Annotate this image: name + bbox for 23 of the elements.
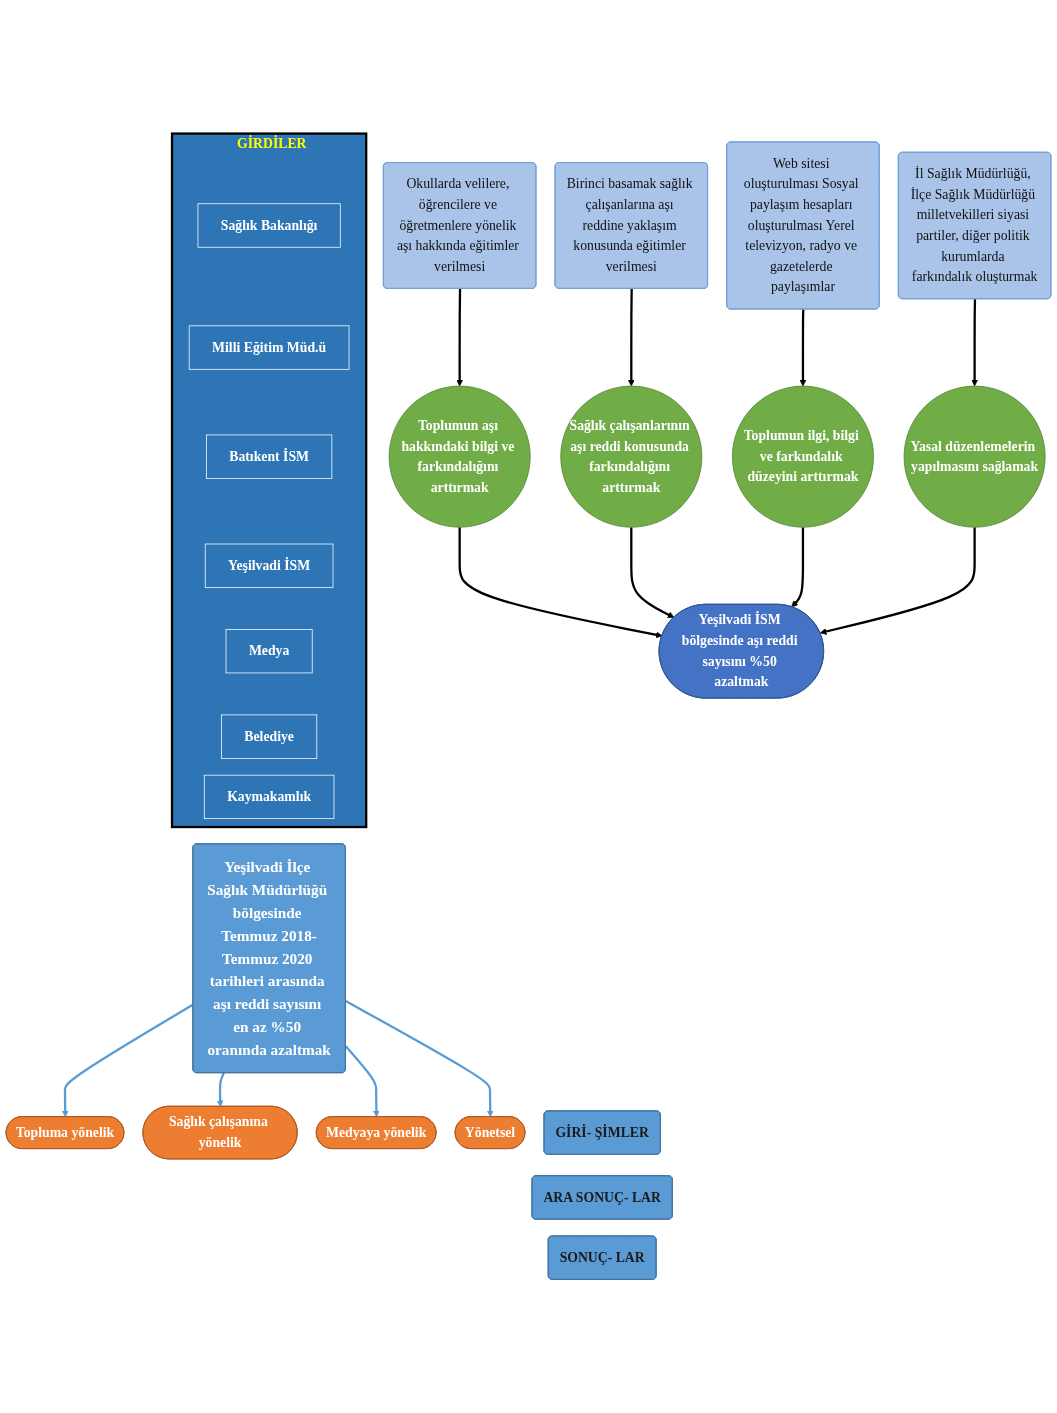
arrow (630, 527, 675, 618)
arrow (971, 299, 978, 387)
node-box: Medya (225, 629, 313, 674)
node-box: Batıkent İSM (206, 434, 333, 479)
node-circle: Sağlık çalışanlarının aşı reddi konusunda farkındalığını arttırmak (560, 385, 703, 528)
node-circle: Toplumun ilgi, bilgi ve farkındalık düzeyini arttırmak (732, 385, 874, 528)
arrow (344, 1045, 380, 1118)
arrow (627, 288, 635, 387)
arrow (458, 527, 663, 639)
node-box: Sağlık Bakanlığı (197, 203, 341, 248)
node-box: Belediye (221, 714, 318, 759)
arrow (345, 1000, 494, 1118)
arrow (799, 309, 807, 387)
arrow (456, 288, 463, 387)
arrow (61, 1003, 194, 1118)
arrow (819, 527, 976, 635)
node-box: Yeşilvadi İSM (204, 543, 334, 588)
node-circle: Yasal düzenlemelerin yapılmasını sağlamak (903, 385, 1046, 528)
arrow (791, 527, 805, 608)
node-box: Kaymakamlık (203, 774, 335, 819)
arrow (216, 1072, 225, 1107)
node-box: Milli Eğitim Müd.ü (188, 325, 350, 370)
node-circle: Toplumun aşı hakkındaki bilgi ve farkındalığını arttırmak (388, 385, 531, 528)
